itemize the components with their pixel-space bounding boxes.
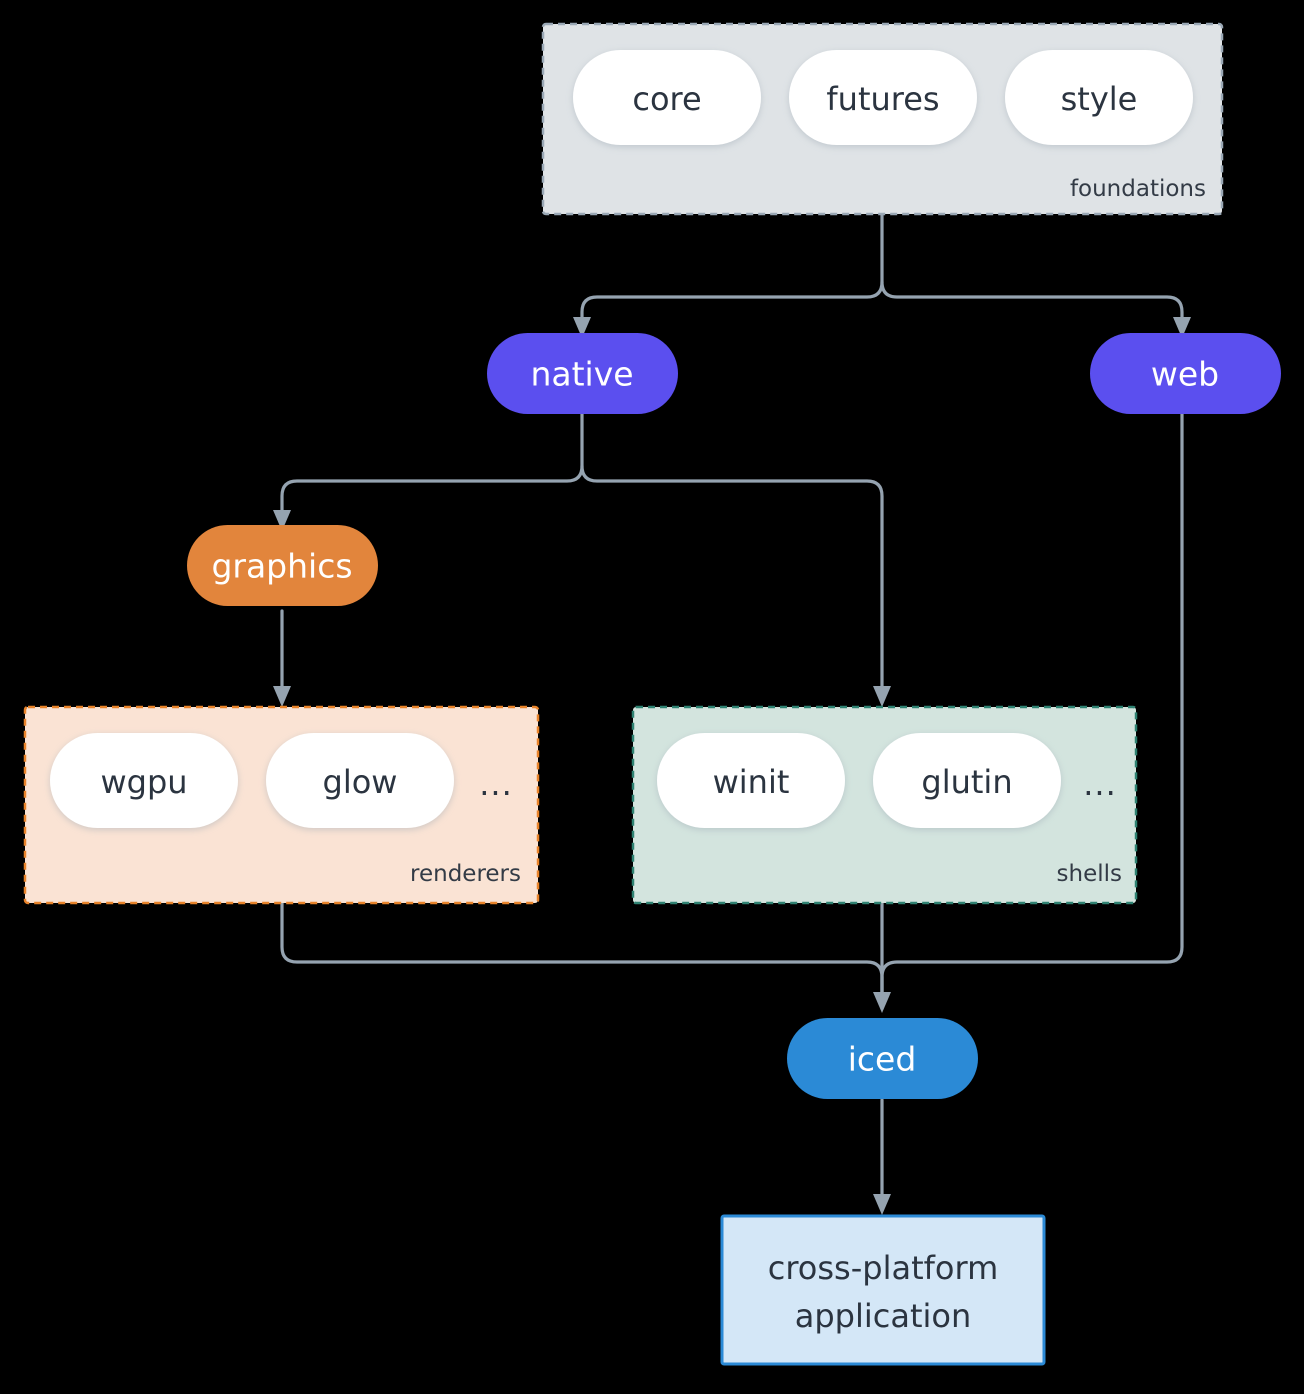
pill-glutin[interactable]: glutin — [873, 733, 1061, 828]
edge-native-split — [280, 412, 584, 520]
cluster-foundations[interactable]: core futures style foundations — [541, 22, 1224, 216]
pill-wgpu-shape — [50, 733, 238, 828]
node-application-shape — [720, 1214, 1046, 1366]
edge-web-to-iced — [880, 412, 1184, 1002]
node-web-shape — [1090, 333, 1281, 414]
pill-wgpu-label: wgpu — [100, 763, 187, 801]
pill-winit-shape — [657, 733, 845, 828]
pill-core-shape — [573, 50, 761, 145]
edge-arrowhead-web — [1173, 317, 1191, 338]
shells-ellipsis: ... — [1083, 765, 1117, 803]
edge-foundations-to-web — [880, 280, 1184, 327]
pill-style-label: style — [1061, 80, 1138, 118]
edge-arrowhead-application — [873, 1194, 891, 1215]
edge-layer — [273, 212, 1191, 1215]
node-graphics-label: graphics — [211, 547, 352, 586]
cluster-foundations-label: foundations — [1070, 176, 1206, 202]
pill-glutin-shape — [873, 733, 1061, 828]
pill-style[interactable]: style — [1005, 50, 1193, 145]
pill-winit[interactable]: winit — [657, 733, 845, 828]
pill-glutin-label: glutin — [921, 763, 1012, 801]
edge-renderers-to-iced — [280, 901, 884, 1002]
pill-winit-label: winit — [713, 763, 790, 801]
node-iced[interactable]: iced — [787, 1018, 978, 1099]
cluster-shells[interactable]: winit glutin ... shells — [631, 705, 1138, 905]
node-graphics-shape — [187, 525, 378, 606]
pill-glow-label: glow — [323, 763, 398, 801]
edge-arrowhead-graphics — [273, 510, 291, 531]
edge-arrowhead-renderers — [273, 686, 291, 707]
edge-native-to-shells — [580, 464, 884, 696]
node-native-label: native — [530, 355, 633, 394]
node-iced-shape — [787, 1018, 978, 1099]
node-application[interactable]: cross-platform application — [720, 1214, 1046, 1366]
pill-futures-shape — [789, 50, 977, 145]
node-web[interactable]: web — [1090, 333, 1281, 414]
cluster-shells-label: shells — [1057, 861, 1122, 887]
pill-glow[interactable]: glow — [266, 733, 454, 828]
pill-core-label: core — [632, 80, 701, 118]
cluster-renderers[interactable]: wgpu glow ... renderers — [23, 705, 540, 905]
node-native[interactable]: native — [487, 333, 678, 414]
renderers-ellipsis: ... — [479, 765, 513, 803]
edge-arrowhead-shells — [873, 686, 891, 707]
cluster-renderers-label: renderers — [410, 861, 521, 887]
node-web-label: web — [1151, 355, 1219, 394]
pill-wgpu[interactable]: wgpu — [50, 733, 238, 828]
node-application-label-line2: application — [795, 1297, 972, 1335]
node-application-label-line1: cross-platform — [768, 1249, 998, 1287]
pill-futures-label: futures — [826, 80, 939, 118]
edge-arrowhead-native — [573, 317, 591, 338]
node-iced-label: iced — [848, 1040, 917, 1079]
pill-glow-shape — [266, 733, 454, 828]
edge-arrowhead-iced — [873, 992, 891, 1013]
pill-futures[interactable]: futures — [789, 50, 977, 145]
pill-style-shape — [1005, 50, 1193, 145]
pill-core[interactable]: core — [573, 50, 761, 145]
edge-foundations-split — [580, 212, 884, 327]
node-native-shape — [487, 333, 678, 414]
node-graphics[interactable]: graphics — [187, 525, 378, 606]
